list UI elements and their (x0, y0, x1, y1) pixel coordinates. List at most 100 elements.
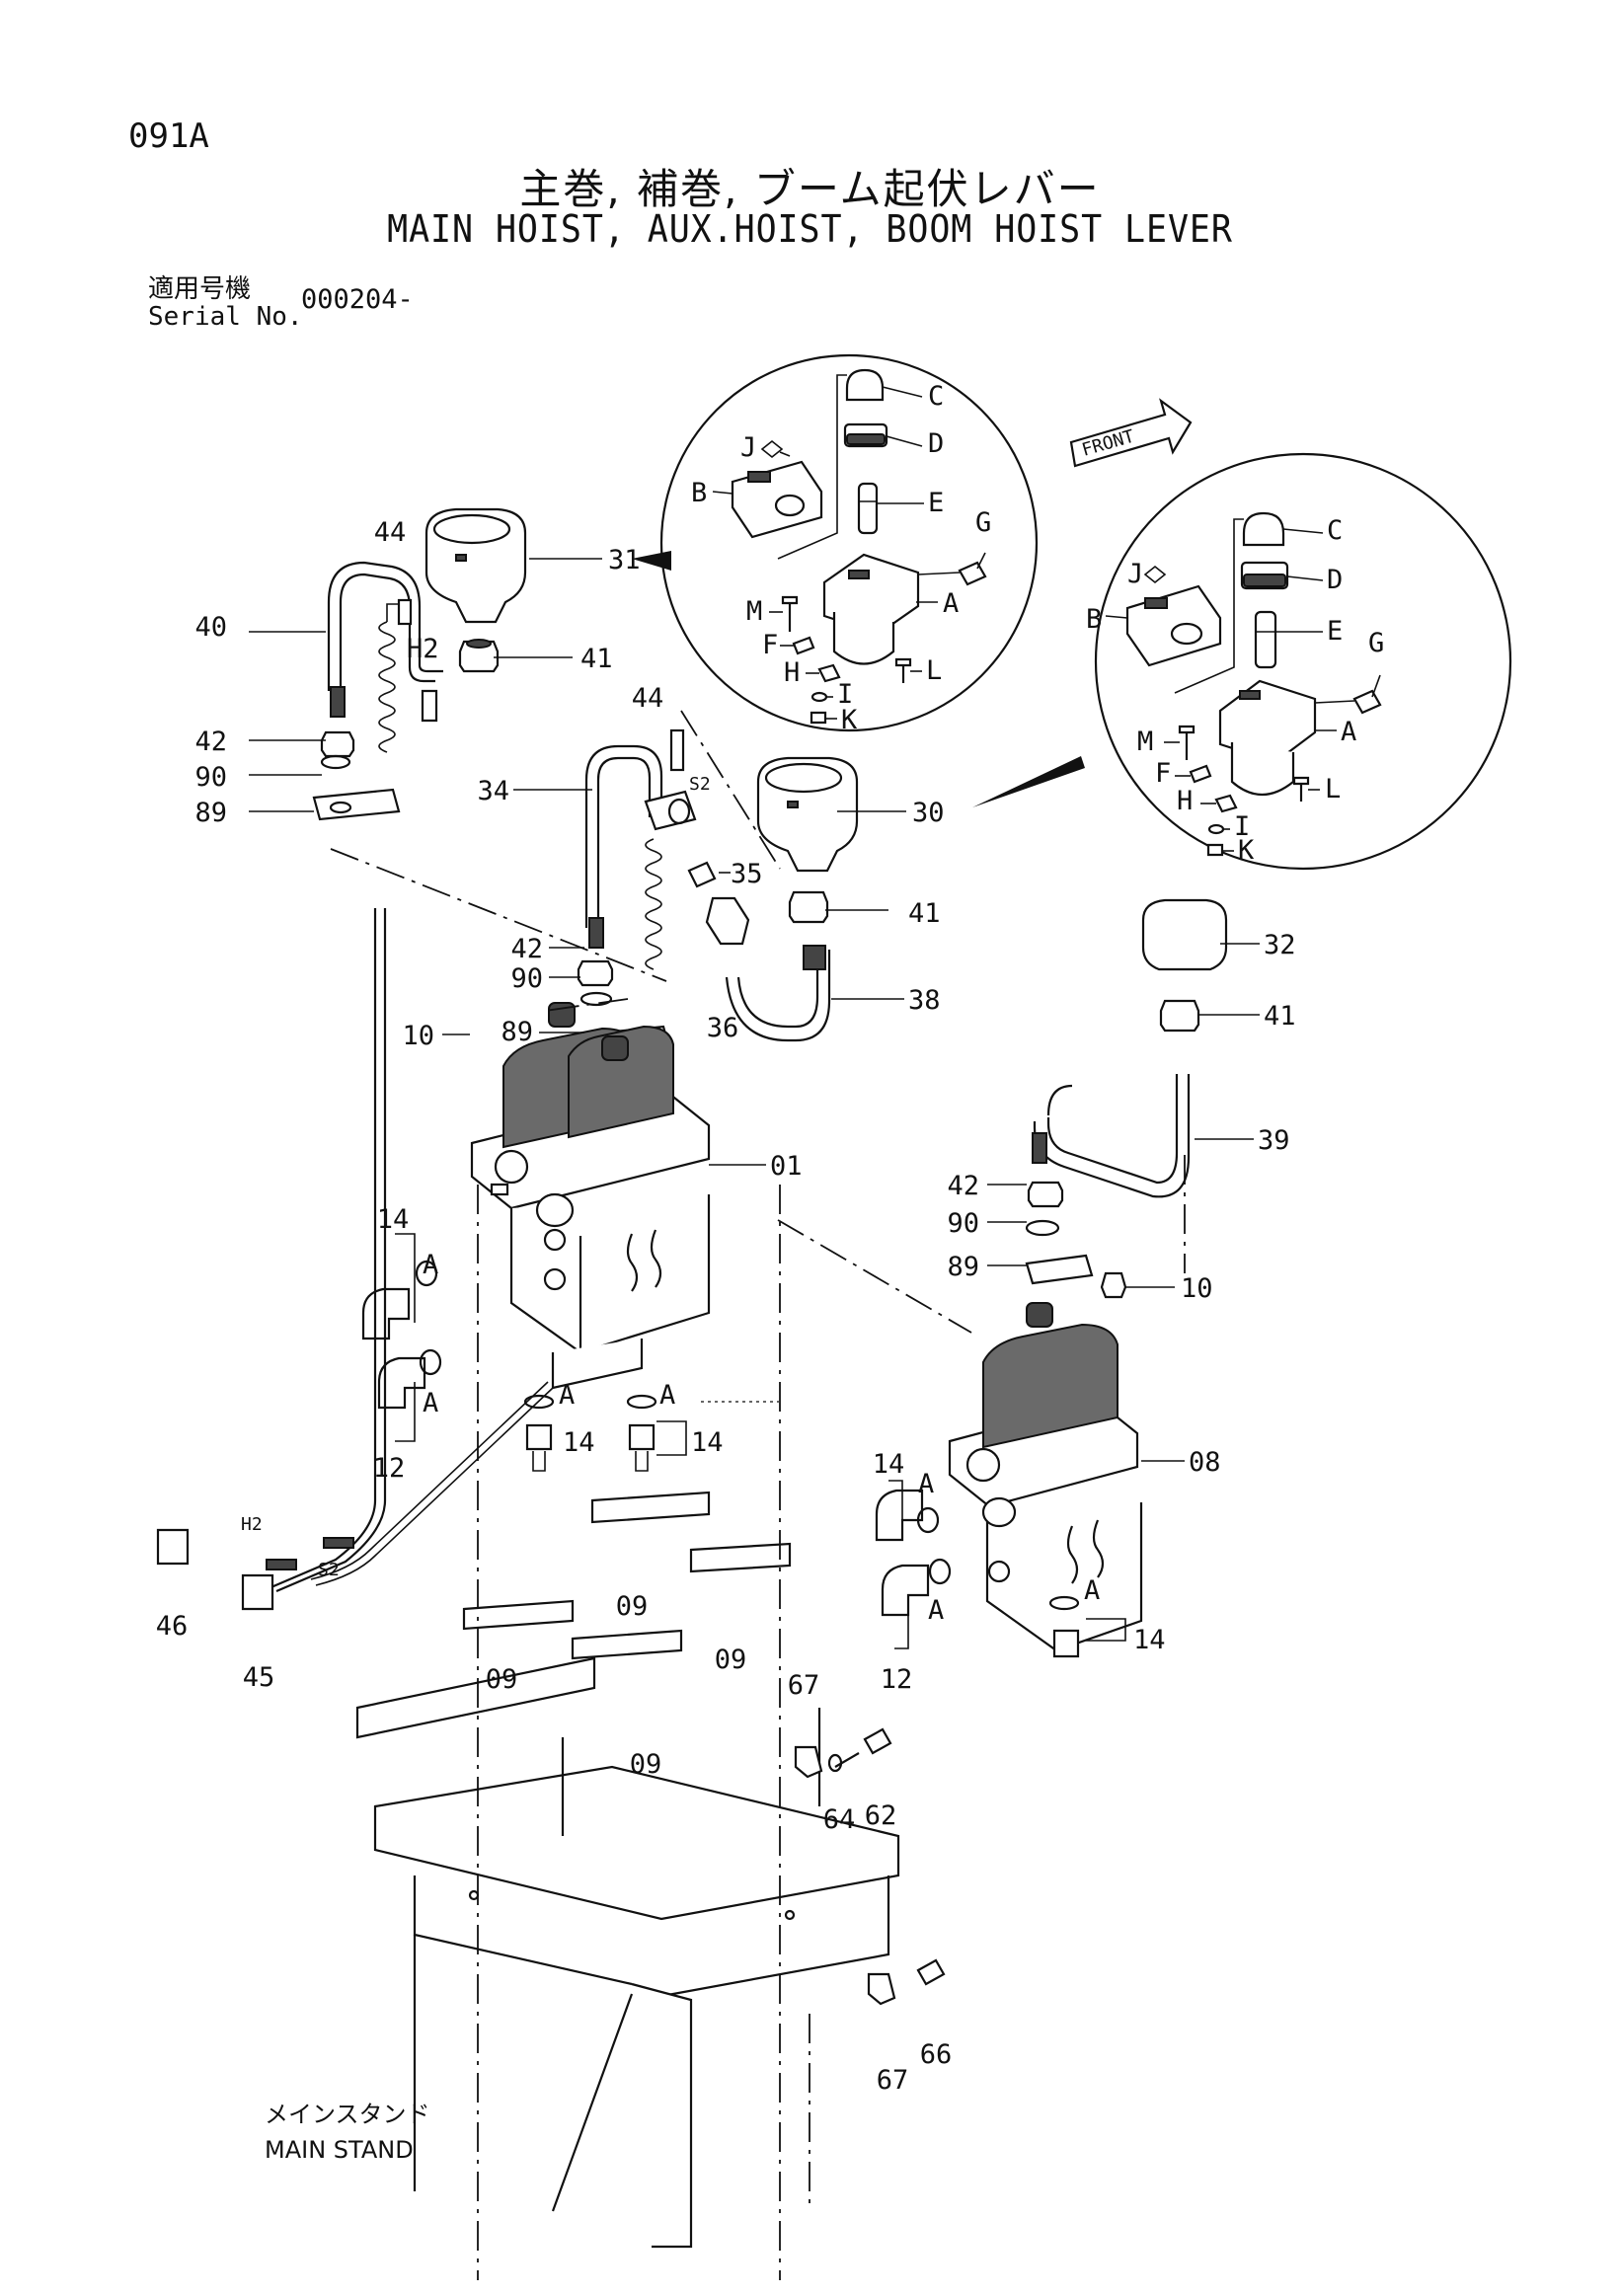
part-label-90c: 90 (947, 1208, 979, 1239)
part-label-42c: 42 (947, 1171, 979, 1201)
part-label-36: 36 (707, 1013, 739, 1043)
detail-label-g: G (975, 507, 991, 538)
wire-tag-s2b: S2 (318, 1560, 340, 1580)
pointer-31 (632, 551, 671, 571)
plates-09 (462, 1491, 792, 1660)
lever-assembly-32 (1025, 898, 1228, 1299)
detail-circle-boom: C D E J B A G M F H L I K (1086, 452, 1512, 871)
part-label-10a: 10 (402, 1021, 434, 1051)
main-stand-label-en: MAIN STAND (265, 2136, 414, 2164)
wire-tag-h2b: H2 (241, 1514, 263, 1535)
detail2-label-h: H (1177, 786, 1193, 816)
part-label-32: 32 (1264, 930, 1296, 960)
leader-lines (249, 558, 1260, 1649)
detail2-label-a: A (1341, 717, 1356, 747)
part-label-30: 30 (912, 798, 945, 828)
pointer-30 (972, 756, 1085, 807)
part-label-41a: 41 (580, 644, 613, 674)
detail-label-m: M (746, 596, 762, 627)
part-label-09a: 09 (616, 1591, 649, 1622)
letter-a-4: A (659, 1380, 675, 1411)
part-label-31: 31 (608, 545, 641, 575)
part-label-89a: 89 (194, 798, 227, 828)
part-label-01: 01 (770, 1151, 803, 1182)
detail2-label-e: E (1327, 616, 1343, 647)
part-label-90a: 90 (194, 762, 227, 793)
part-label-12a: 12 (373, 1453, 406, 1484)
detail-label-j: J (740, 432, 756, 463)
front-arrow: FRONT (1069, 398, 1193, 468)
part-label-44b: 44 (632, 683, 664, 714)
part-label-14b: 14 (691, 1427, 724, 1458)
serial-label-en: Serial No. (148, 302, 303, 332)
letter-a-1: A (423, 1250, 438, 1280)
part-label-90b: 90 (510, 963, 543, 994)
part-label-44a: 44 (374, 517, 407, 548)
clamps (794, 1727, 946, 2006)
letter-a-2: A (423, 1388, 438, 1418)
detail-circle-main: C D E J B A G M F H L I K (659, 353, 1039, 735)
page-title-jp: 主巻, 補巻, ブーム起伏レバー (519, 165, 1101, 213)
detail2-label-d: D (1327, 565, 1343, 595)
reference-lines (330, 710, 1186, 2280)
part-label-41c: 41 (1264, 1001, 1296, 1032)
detail-label-a: A (943, 588, 959, 619)
letter-a-6: A (928, 1595, 944, 1626)
detail-label-c: C (928, 381, 944, 412)
page-code: 091A (128, 116, 209, 156)
part-label-64: 64 (823, 1804, 856, 1835)
detail-label-d: D (928, 428, 944, 459)
fittings-08 (875, 1489, 1080, 1658)
detail2-label-g: G (1368, 628, 1384, 658)
part-label-09b: 09 (715, 1645, 747, 1675)
letter-a-7: A (1084, 1575, 1100, 1606)
valve-01 (470, 1002, 711, 1390)
main-stand (355, 1656, 900, 2249)
lever-assembly-30 (577, 728, 859, 1058)
part-label-13b: 14 (873, 1449, 905, 1480)
part-label-62: 62 (865, 1800, 897, 1831)
part-label-12b: 12 (881, 1664, 913, 1695)
part-label-39: 40 (194, 612, 227, 643)
detail-label-e: E (928, 488, 944, 518)
part-label-14c: 14 (1133, 1625, 1166, 1655)
detail2-label-f: F (1155, 758, 1171, 789)
lever-assembly-31 (312, 507, 527, 821)
part-label-89c: 89 (947, 1252, 979, 1282)
part-label-40: 39 (1258, 1125, 1290, 1156)
detail2-label-l: L (1325, 774, 1341, 804)
part-label-09d: 09 (630, 1749, 662, 1780)
letter-a-3: A (559, 1380, 575, 1411)
detail-label-k: K (841, 705, 858, 735)
serial-label-jp: 適用号機 (148, 274, 252, 304)
detail-label-b: B (691, 478, 707, 508)
serial-value: 000204- (301, 284, 414, 315)
part-label-42a: 42 (194, 727, 227, 757)
part-label-35: 35 (731, 859, 763, 889)
part-label-38: 38 (908, 985, 941, 1016)
detail-label-h: H (784, 657, 800, 688)
part-label-42b: 42 (510, 934, 543, 964)
page-title-en: MAIN HOIST, AUX.HOIST, BOOM HOIST LEVER (387, 207, 1233, 251)
part-label-34: 34 (477, 776, 509, 806)
letter-a-5: A (918, 1469, 934, 1499)
detail2-label-i: I (1234, 811, 1250, 842)
part-label-08: 08 (1189, 1447, 1221, 1478)
part-label-89b: 89 (501, 1017, 533, 1047)
detail2-label-m: M (1137, 727, 1153, 757)
main-stand-label-jp: メインスタンド (265, 2101, 430, 2128)
detail2-label-k: K (1238, 835, 1255, 866)
detail-label-i: I (837, 679, 853, 710)
wire-tag-s2a: S2 (689, 774, 711, 795)
part-label-10b: 10 (1181, 1273, 1213, 1304)
part-label-66: 66 (920, 2039, 953, 2070)
part-label-67a: 67 (788, 1670, 820, 1701)
part-label-46: 46 (156, 1611, 189, 1642)
detail-label-f: F (762, 630, 778, 660)
part-label-09c: 09 (486, 1664, 518, 1695)
wire-tag-h2a: H2 (407, 634, 439, 664)
detail2-label-b: B (1086, 604, 1102, 635)
part-label-14a: 14 (563, 1427, 595, 1458)
part-label-13a: 14 (377, 1204, 410, 1235)
